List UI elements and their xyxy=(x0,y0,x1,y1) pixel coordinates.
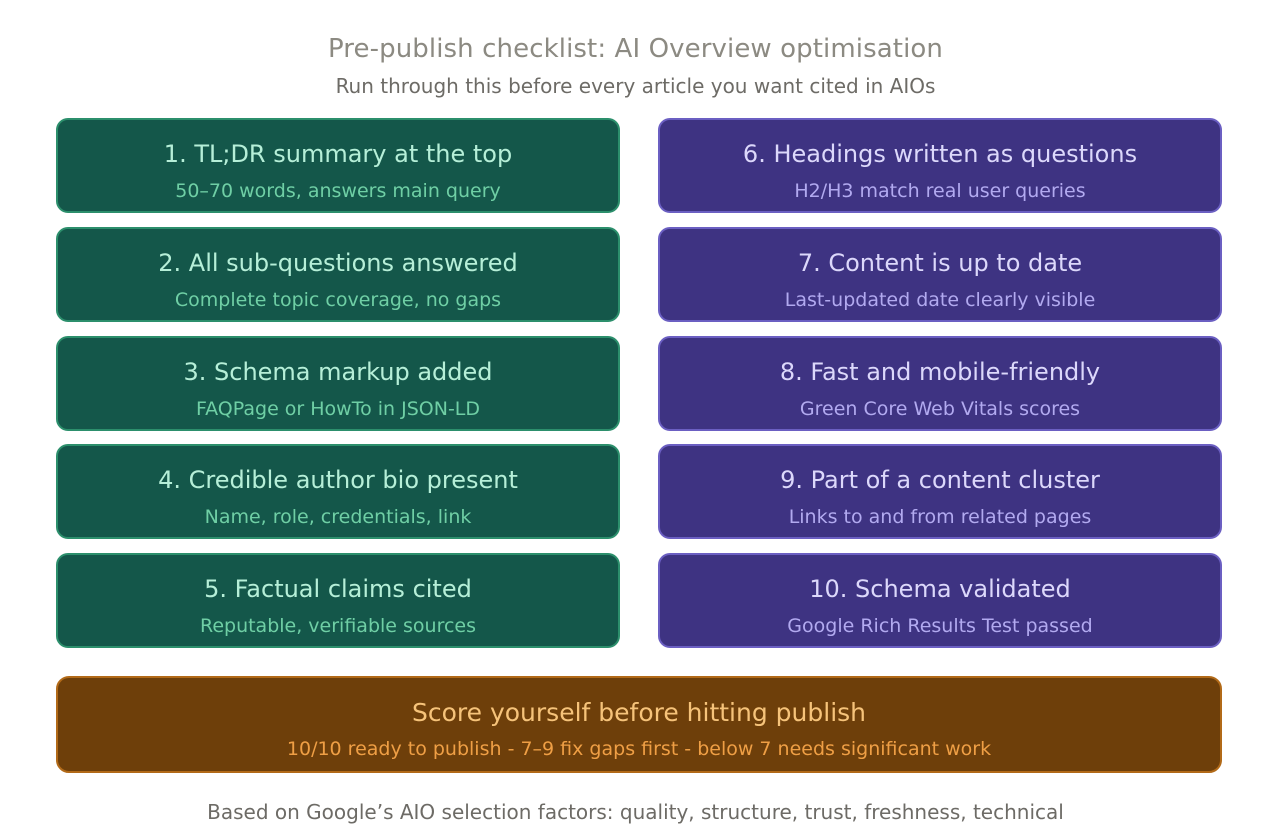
checklist-item-detail: Links to and from related pages xyxy=(788,506,1092,528)
checklist-item-detail: Last-updated date clearly visible xyxy=(784,289,1096,311)
checklist-item-heading: 10. Schema validated xyxy=(809,575,1071,603)
checklist-item-detail: Green Core Web Vitals scores xyxy=(799,398,1081,420)
checklist-item-heading: 1. TL;DR summary at the top xyxy=(163,140,513,168)
checklist-item-heading: 9. Part of a content cluster xyxy=(780,466,1100,494)
checklist-item-author-bio: 4. Credible author bio present Name, rol… xyxy=(56,444,620,539)
checklist-item-sub-questions: 2. All sub-questions answered Complete t… xyxy=(56,227,620,322)
checklist-item-detail: Google Rich Results Test passed xyxy=(787,615,1093,637)
score-heading: Score yourself before hitting publish xyxy=(411,698,867,727)
footnote: Based on Google’s AIO selection factors:… xyxy=(207,800,1064,824)
checklist-item-schema-markup: 3. Schema markup added FAQPage or HowTo … xyxy=(56,336,620,431)
checklist-item-up-to-date: 7. Content is up to date Last-updated da… xyxy=(658,227,1222,322)
checklist-item-heading: 5. Factual claims cited xyxy=(204,575,472,603)
checklist-item-detail: H2/H3 match real user queries xyxy=(794,180,1086,202)
checklist-item-claims-cited: 5. Factual claims cited Reputable, verif… xyxy=(56,553,620,648)
checklist-item-heading: 8. Fast and mobile-friendly xyxy=(779,358,1101,386)
checklist-item-detail: Reputable, verifiable sources xyxy=(199,615,477,637)
checklist-item-content-cluster: 9. Part of a content cluster Links to an… xyxy=(658,444,1222,539)
checklist-item-schema-validated: 10. Schema validated Google Rich Results… xyxy=(658,553,1222,648)
checklist-item-mobile-friendly: 8. Fast and mobile-friendly Green Core W… xyxy=(658,336,1222,431)
checklist-item-question-headings: 6. Headings written as questions H2/H3 m… xyxy=(658,118,1222,213)
checklist-item-tldr-summary: 1. TL;DR summary at the top 50–70 words,… xyxy=(56,118,620,213)
checklist-item-detail: Complete topic coverage, no gaps xyxy=(174,289,502,311)
checklist-item-heading: 3. Schema markup added xyxy=(183,358,493,386)
checklist-item-heading: 4. Credible author bio present xyxy=(158,466,518,494)
page-title: Pre-publish checklist: AI Overview optim… xyxy=(327,34,944,64)
checklist-item-heading: 7. Content is up to date xyxy=(797,249,1083,277)
checklist-item-detail: 50–70 words, answers main query xyxy=(175,180,501,202)
checklist-item-detail: FAQPage or HowTo in JSON-LD xyxy=(195,398,481,420)
checklist-item-heading: 6. Headings written as questions xyxy=(742,140,1138,168)
score-detail: 10/10 ready to publish - 7–9 fix gaps fi… xyxy=(286,738,992,760)
score-banner: Score yourself before hitting publish 10… xyxy=(56,676,1222,773)
page-subtitle: Run through this before every article yo… xyxy=(335,74,936,98)
checklist-item-detail: Name, role, credentials, link xyxy=(204,506,472,528)
checklist-item-heading: 2. All sub-questions answered xyxy=(158,249,518,277)
